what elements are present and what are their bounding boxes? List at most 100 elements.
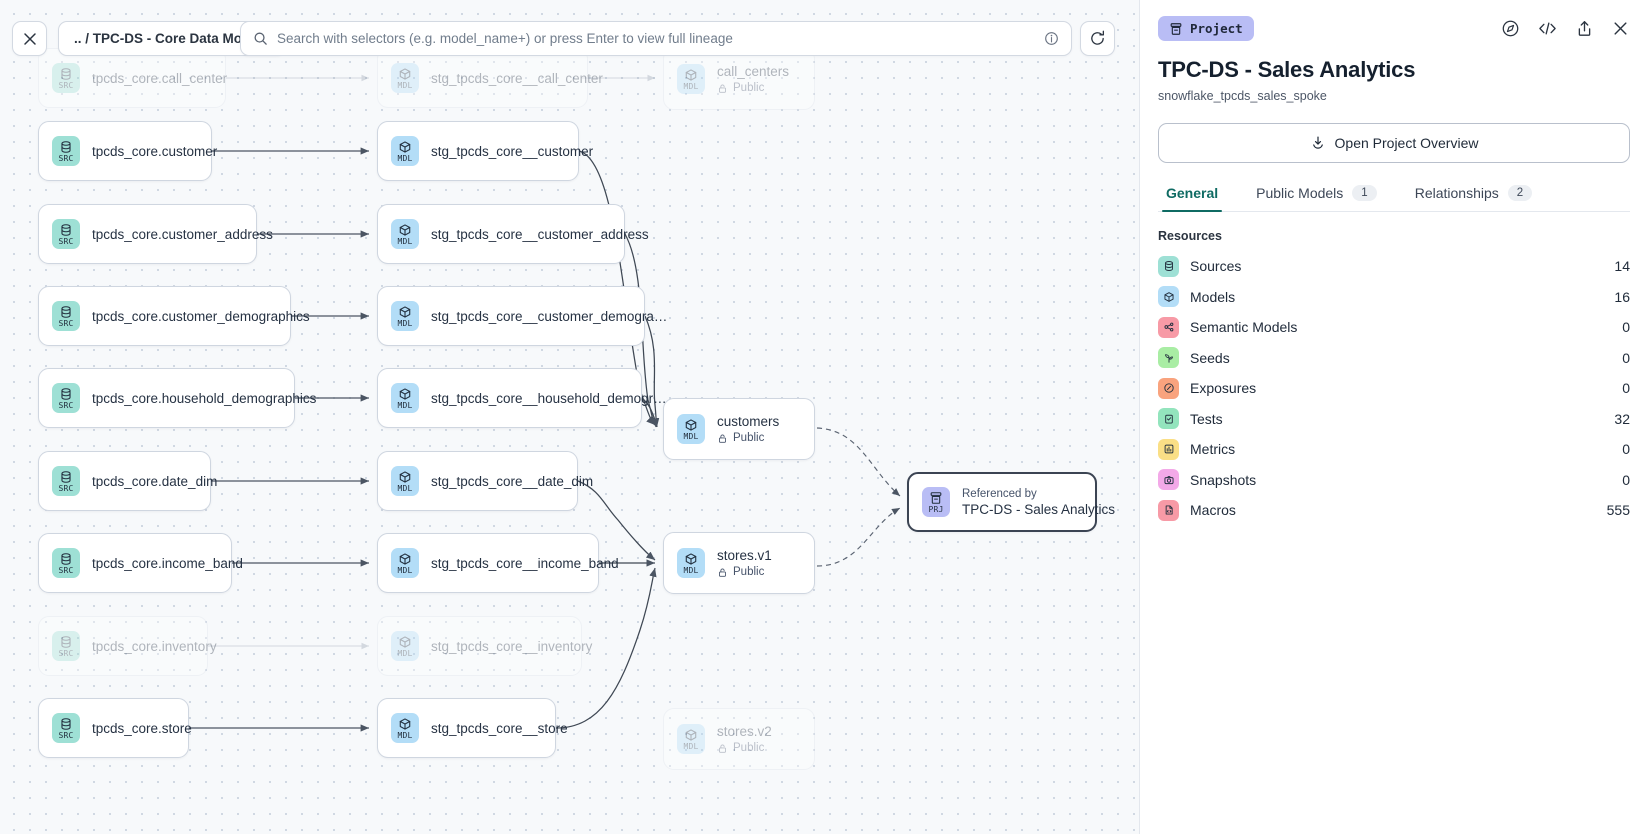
close-icon (23, 32, 36, 45)
clipboard-check-icon (1158, 408, 1179, 430)
resource-row-semantic-models[interactable]: Semantic Models 0 (1158, 312, 1630, 343)
panel-header: Project (1140, 0, 1648, 41)
mdl-badge: MDL (677, 548, 705, 578)
src-badge: SRC (52, 219, 80, 249)
lineage-search[interactable] (240, 21, 1072, 56)
share-icon[interactable] (1575, 19, 1594, 38)
mdl-badge: MDL (391, 219, 419, 249)
tab-count-badge: 1 (1352, 185, 1377, 201)
graph-node-src_customer[interactable]: SRC tpcds_core.customer (38, 121, 217, 181)
tab-label: General (1166, 185, 1219, 201)
details-panel: Project (1139, 0, 1648, 834)
resource-type-chip[interactable]: Project (1158, 16, 1254, 41)
file-code-icon (1158, 499, 1179, 521)
resource-label: Semantic Models (1190, 319, 1298, 336)
node-visibility: Public (717, 82, 789, 94)
open-project-overview-button[interactable]: Open Project Overview (1158, 123, 1630, 163)
src-badge: SRC (52, 713, 80, 743)
resource-label: Sources (1190, 258, 1242, 275)
node-label: tpcds_core.customer (92, 143, 218, 159)
node-label: stg_tpcds_core__date_dim (431, 473, 594, 489)
page-title: TPC-DS - Sales Analytics (1158, 57, 1416, 82)
camera-icon (1158, 469, 1179, 491)
node-label: tpcds_core.date_dim (92, 473, 218, 489)
chip-label: Project (1190, 21, 1243, 36)
tab-public-models[interactable]: Public Models 1 (1252, 185, 1381, 211)
project-icon (1170, 22, 1182, 35)
node-label: customers (717, 414, 780, 429)
search-input[interactable] (277, 31, 1035, 46)
src-badge: SRC (52, 301, 80, 331)
mdl-badge: MDL (391, 383, 419, 413)
node-label: stg_tpcds_core__customer_address (431, 226, 649, 242)
tab-general[interactable]: General (1162, 185, 1223, 212)
node-visibility: Public (717, 566, 772, 578)
node-label: tpcds_core.household_demographics (92, 390, 317, 406)
gauge-icon (1158, 377, 1179, 399)
resource-value: 0 (1622, 471, 1630, 488)
close-icon[interactable] (1611, 19, 1630, 38)
mdl-badge: MDL (391, 136, 419, 166)
overview-button-label: Open Project Overview (1334, 135, 1479, 151)
resource-value: 0 (1622, 319, 1630, 336)
src-badge: SRC (52, 548, 80, 578)
tab-label: Relationships (1414, 185, 1499, 201)
resource-value: 32 (1614, 410, 1630, 427)
node-label: stores.v2 (717, 724, 772, 739)
resource-label: Metrics (1190, 441, 1236, 458)
tab-label: Public Models (1256, 185, 1344, 201)
tab-count-badge: 2 (1507, 185, 1533, 201)
info-circle-icon[interactable] (1044, 31, 1059, 46)
resource-value: 16 (1614, 288, 1630, 305)
panel-tabs: General Public Models 1 Relationships 2 (1158, 185, 1630, 212)
sprout-icon (1158, 347, 1179, 369)
graph-node-mdl_customer_address[interactable]: MDL stg_tpcds_core__customer_address (377, 204, 649, 264)
mdl-badge: MDL (391, 631, 419, 661)
node-kicker: Referenced by (962, 487, 1037, 500)
mdl-badge: MDL (391, 63, 419, 93)
tab-relationships[interactable]: Relationships 2 (1411, 185, 1536, 211)
graph-nodes-icon (1158, 316, 1179, 338)
close-lineage-button[interactable] (12, 21, 47, 56)
refresh-button[interactable] (1080, 21, 1115, 56)
src-badge: SRC (52, 136, 80, 166)
database-icon (1158, 255, 1179, 277)
lineage-canvas[interactable]: .. / TPC-DS - Core Data Models (0, 0, 1139, 834)
mdl-badge: MDL (391, 548, 419, 578)
resource-value: 555 (1606, 502, 1630, 519)
canvas-toolbar: .. / TPC-DS - Core Data Models (0, 0, 1139, 76)
src-badge: SRC (52, 631, 80, 661)
src-badge: SRC (52, 383, 80, 413)
explore-icon[interactable] (1501, 19, 1520, 38)
graph-node-src_household_demo[interactable]: SRC tpcds_core.household_demographics (38, 368, 316, 428)
code-icon[interactable] (1537, 19, 1558, 38)
